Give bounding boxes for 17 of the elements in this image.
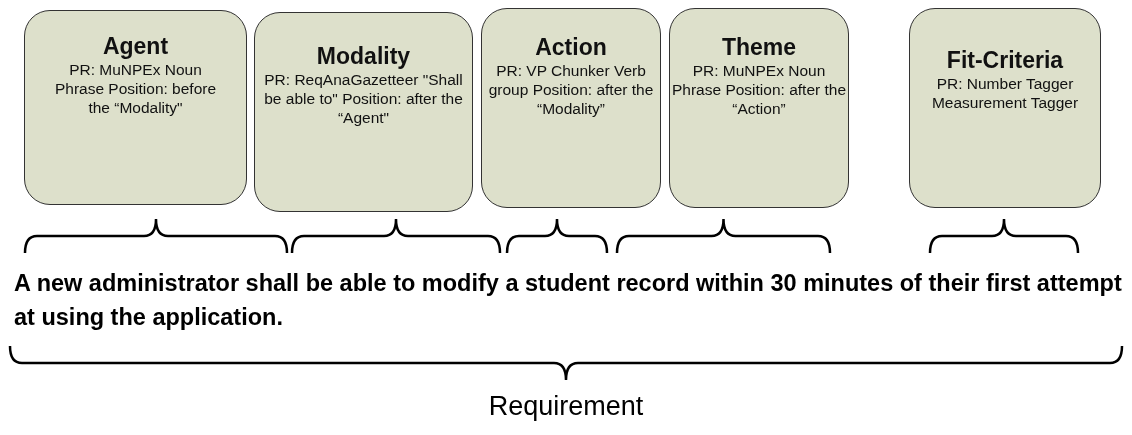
box-heading: Agent	[101, 33, 170, 60]
brace-label: Requirement	[487, 390, 645, 422]
box-heading: Action	[534, 34, 608, 61]
category-box	[669, 8, 849, 208]
requirement-sentence: A new administrator shall be able to modify a student record within 30 minutes of their first attempt at using the application.	[14, 269, 1123, 332]
box-heading: Theme	[720, 34, 798, 61]
category-box	[481, 8, 661, 208]
category-box	[909, 8, 1101, 208]
box-description: PR: MuNPEx Noun Phrase Position: after the “Action”	[671, 61, 847, 118]
box-heading: Fit-Criteria	[945, 47, 1065, 74]
box-description: PR: VP Chunker Verb group Position: after the “Modality”	[487, 61, 655, 118]
box-description: PR: MuNPEx Noun Phrase Position: before the “Modality"	[53, 60, 218, 117]
category-box	[254, 12, 473, 212]
box-description: PR: Number Tagger Measurement Tagger	[930, 74, 1080, 112]
box-description: PR: ReqAnaGazetteer "Shall be able to" Position: after the “Agent"	[263, 70, 464, 127]
category-box	[24, 10, 247, 205]
box-heading: Modality	[315, 43, 412, 70]
